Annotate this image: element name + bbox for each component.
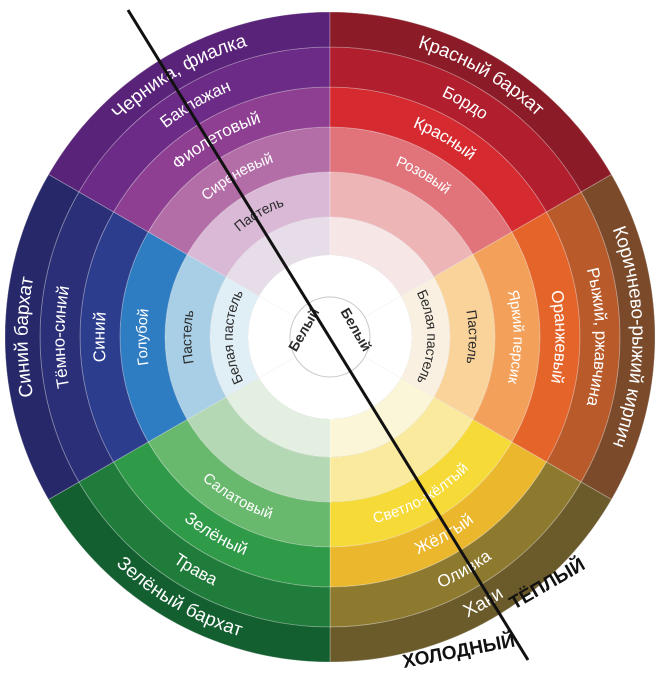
segment-label-s2-r2: Пастель: [463, 309, 481, 366]
segment-label-s2-r3: Яркий персик: [504, 288, 527, 386]
ring-cell-s3-r2: [329, 396, 474, 503]
segment-label-s2-r4: Оранжевый: [547, 289, 571, 385]
ring-cell-s3-r5: [329, 461, 582, 628]
ring-cell-s2-r4: [511, 211, 581, 463]
ring-cell-s5-r6: [4, 173, 80, 501]
ring-cell-s5-r3: [119, 231, 188, 443]
segment-label-s5-r4: Синий: [89, 311, 109, 363]
ring-cell-s1-r3: [329, 126, 513, 256]
ring-cell-s1-r6: [329, 11, 613, 193]
ring-cell-s2-r3: [472, 231, 541, 443]
segment-label-s5-r5: Тёмно-синий: [49, 284, 73, 389]
ring-cell-s1-r4: [329, 86, 548, 233]
ring-cell-s4-r2: [186, 396, 331, 503]
ring-cell-s3-r6: [329, 481, 613, 663]
segment-label-s5-r2: Пастель: [178, 309, 196, 366]
ring-cell-s1-r2: [329, 171, 474, 278]
ring-cell-s3-r4: [329, 441, 548, 588]
segment-label-s5-r3: Голубой: [133, 307, 152, 366]
ring-cell-s5-r2: [164, 253, 227, 421]
ring-cell-s0-r4: [112, 86, 331, 233]
ring-cell-s4-r4: [112, 441, 331, 588]
ring-cell-s2-r6: [580, 173, 656, 501]
ring-cell-s1-r5: [329, 46, 582, 213]
color-rings: [4, 11, 656, 663]
ring-cell-s2-r2: [433, 253, 496, 421]
ring-cell-s2-r5: [545, 191, 621, 483]
ring-cell-s0-r6: [47, 11, 331, 193]
ring-cell-s5-r4: [79, 211, 149, 463]
warm-cold-divider-line: [126, 9, 530, 661]
ring-cell-s4-r6: [47, 481, 331, 663]
